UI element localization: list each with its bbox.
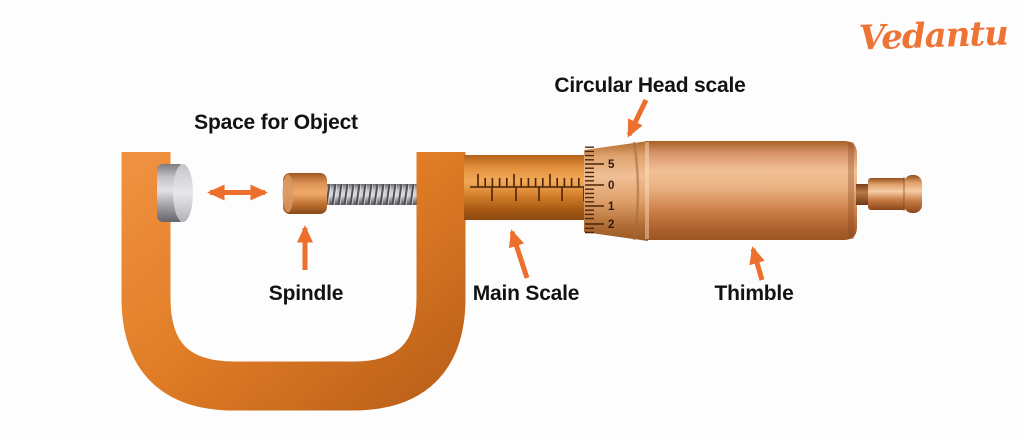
main-scale-markings — [470, 174, 586, 201]
circular-head-scale-arrow — [626, 98, 649, 138]
head-scale-number: 0 — [608, 180, 614, 192]
label-circular-head-scale: Circular Head scale — [554, 74, 746, 97]
head-scale-number: 5 — [608, 159, 615, 171]
anvil — [157, 164, 193, 222]
label-thimble: Thimble — [714, 282, 794, 305]
head-scale-number: 1 — [608, 201, 615, 213]
main-scale-barrel — [464, 155, 586, 220]
thimble — [645, 141, 857, 240]
label-spindle: Spindle — [268, 282, 344, 305]
ratchet-knob — [856, 175, 922, 213]
label-space-for-object: Space for Object — [194, 111, 358, 134]
thimble-arrow — [749, 246, 765, 281]
vedantu-logo: Vedantu — [858, 13, 1009, 59]
head-scale-number: 2 — [608, 219, 614, 231]
frame — [121, 152, 466, 411]
spindle — [282, 173, 327, 214]
main-scale-arrow — [508, 229, 530, 279]
circular-head-scale: 5 0 1 2 — [584, 141, 648, 241]
head-scale-ticks — [585, 146, 604, 234]
screw-thread — [325, 184, 427, 205]
label-main-scale: Main Scale — [472, 282, 580, 305]
